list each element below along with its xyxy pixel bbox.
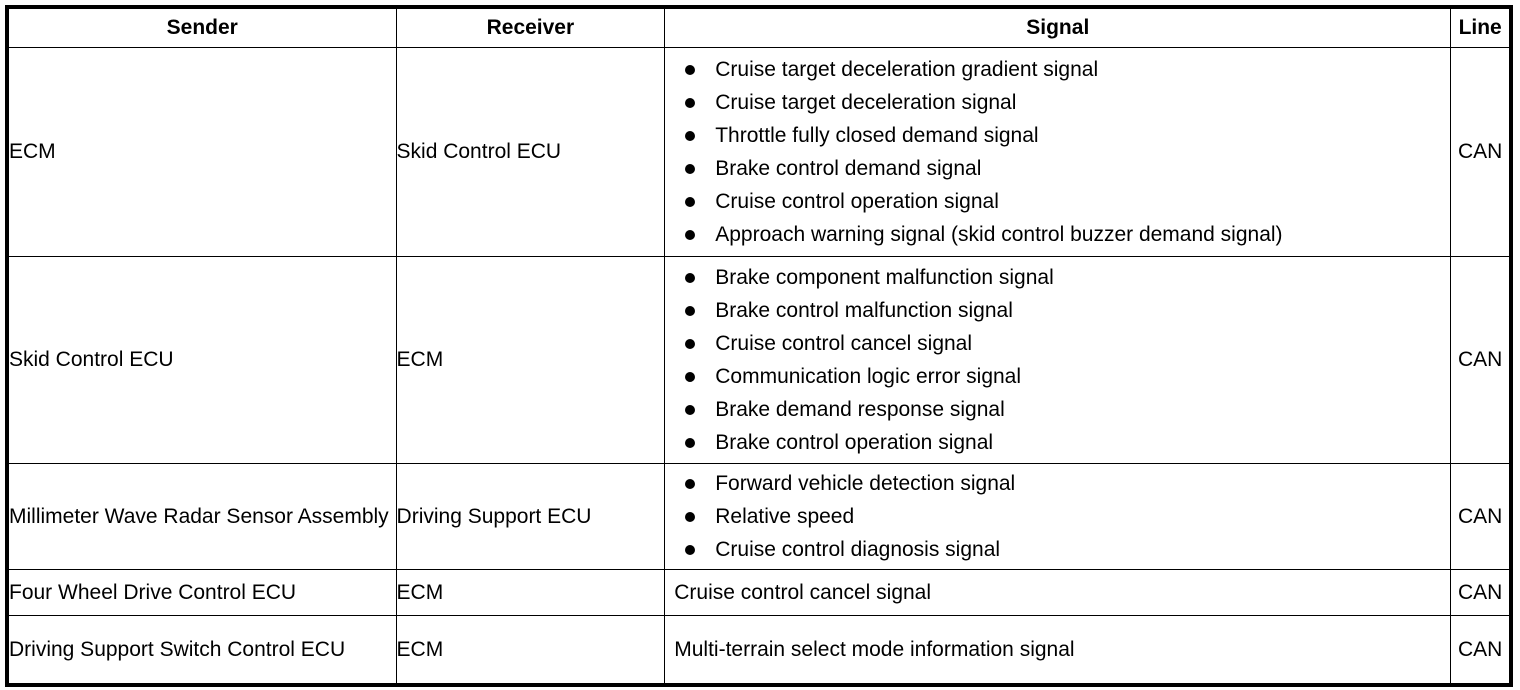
table-row: Driving Support Switch Control ECU ECM M… (6, 615, 1512, 686)
bullet-icon (685, 437, 696, 448)
list-item: Forward vehicle detection signal (665, 467, 1450, 500)
signal-label: Brake component malfunction signal (715, 266, 1054, 289)
signal-label: Brake control demand signal (715, 157, 982, 180)
cell-receiver: Driving Support ECU (395, 463, 666, 570)
signal-communication-table: Sender Receiver Signal Line ECM Skid Con… (5, 5, 1513, 687)
bullet-icon (685, 64, 696, 75)
cell-line: CAN (1450, 615, 1512, 686)
bullet-icon (685, 478, 696, 489)
bullet-icon (685, 130, 696, 141)
cell-signal: Forward vehicle detection signal Relativ… (664, 463, 1452, 570)
cell-signal: Cruise control cancel signal (664, 569, 1452, 616)
list-item: Communication logic error signal (665, 360, 1450, 393)
bullet-icon (685, 196, 696, 207)
signal-label: Throttle fully closed demand signal (715, 124, 1039, 147)
list-item: Cruise control diagnosis signal (665, 533, 1450, 566)
signal-label: Brake control malfunction signal (715, 299, 1013, 322)
list-item: Cruise control cancel signal (665, 327, 1450, 360)
list-item: Approach warning signal (skid control bu… (665, 218, 1450, 251)
list-item: Throttle fully closed demand signal (665, 119, 1450, 152)
bullet-icon (685, 338, 696, 349)
cell-sender: Driving Support Switch Control ECU (6, 615, 397, 686)
list-item: Cruise target deceleration signal (665, 86, 1450, 119)
table-row: Four Wheel Drive Control ECU ECM Cruise … (6, 569, 1512, 616)
header-row: Sender Receiver Signal Line (6, 6, 1512, 48)
cell-receiver: ECM (395, 256, 666, 464)
cell-receiver: ECM (395, 569, 666, 616)
cell-signal: Brake component malfunction signal Brake… (664, 256, 1452, 464)
cell-line: CAN (1450, 569, 1512, 616)
list-item: Brake demand response signal (665, 393, 1450, 426)
column-header-line: Line (1450, 6, 1512, 48)
cell-sender: ECM (6, 47, 397, 257)
bullet-icon (685, 97, 696, 108)
signal-label: Cruise control operation signal (715, 190, 999, 213)
signal-label: Brake control operation signal (715, 431, 994, 454)
bullet-icon (685, 544, 696, 555)
signal-label: Cruise control cancel signal (674, 580, 932, 604)
bullet-icon (685, 371, 696, 382)
cell-sender: Skid Control ECU (6, 256, 397, 464)
signal-label: Communication logic error signal (715, 365, 1022, 388)
cell-line: CAN (1450, 463, 1512, 570)
signal-label: Cruise target deceleration gradient sign… (715, 58, 1099, 81)
cell-signal: Multi-terrain select mode information si… (664, 615, 1452, 686)
signal-label: Relative speed (715, 505, 855, 528)
list-item: Brake control operation signal (665, 426, 1450, 459)
table-body: ECM Skid Control ECU Cruise target decel… (6, 47, 1512, 686)
table-header: Sender Receiver Signal Line (6, 6, 1512, 48)
list-item: Brake control demand signal (665, 152, 1450, 185)
cell-signal: Cruise target deceleration gradient sign… (664, 47, 1452, 257)
table-row: Millimeter Wave Radar Sensor Assembly Dr… (6, 463, 1512, 570)
signal-label: Cruise control cancel signal (715, 332, 973, 355)
list-item: Cruise control operation signal (665, 185, 1450, 218)
bullet-icon (685, 163, 696, 174)
signal-list: Forward vehicle detection signal Relativ… (665, 467, 1450, 566)
signal-label: Approach warning signal (skid control bu… (715, 223, 1283, 246)
signal-label: Forward vehicle detection signal (715, 472, 1016, 495)
cell-sender: Millimeter Wave Radar Sensor Assembly (6, 463, 397, 570)
table-row: Skid Control ECU ECM Brake component mal… (6, 256, 1512, 464)
signal-list: Brake component malfunction signal Brake… (665, 261, 1450, 459)
cell-receiver: Skid Control ECU (395, 47, 666, 257)
signal-label: Cruise control diagnosis signal (715, 538, 1001, 561)
bullet-icon (685, 229, 696, 240)
cell-sender: Four Wheel Drive Control ECU (6, 569, 397, 616)
cell-receiver: ECM (395, 615, 666, 686)
table-row: ECM Skid Control ECU Cruise target decel… (6, 47, 1512, 257)
bullet-icon (685, 305, 696, 316)
column-header-sender: Sender (6, 6, 397, 48)
column-header-receiver: Receiver (395, 6, 666, 48)
bullet-icon (685, 404, 696, 415)
bullet-icon (685, 272, 696, 283)
list-item: Relative speed (665, 500, 1450, 533)
list-item: Brake component malfunction signal (665, 261, 1450, 294)
signal-list: Cruise target deceleration gradient sign… (665, 53, 1450, 251)
list-item: Brake control malfunction signal (665, 294, 1450, 327)
signal-label: Multi-terrain select mode information si… (674, 637, 1075, 661)
list-item: Cruise target deceleration gradient sign… (665, 53, 1450, 86)
bullet-icon (685, 511, 696, 522)
signal-label: Cruise target deceleration signal (715, 91, 1017, 114)
cell-line: CAN (1450, 47, 1512, 257)
signal-label: Brake demand response signal (715, 398, 1005, 421)
column-header-signal: Signal (664, 6, 1452, 48)
cell-line: CAN (1450, 256, 1512, 464)
